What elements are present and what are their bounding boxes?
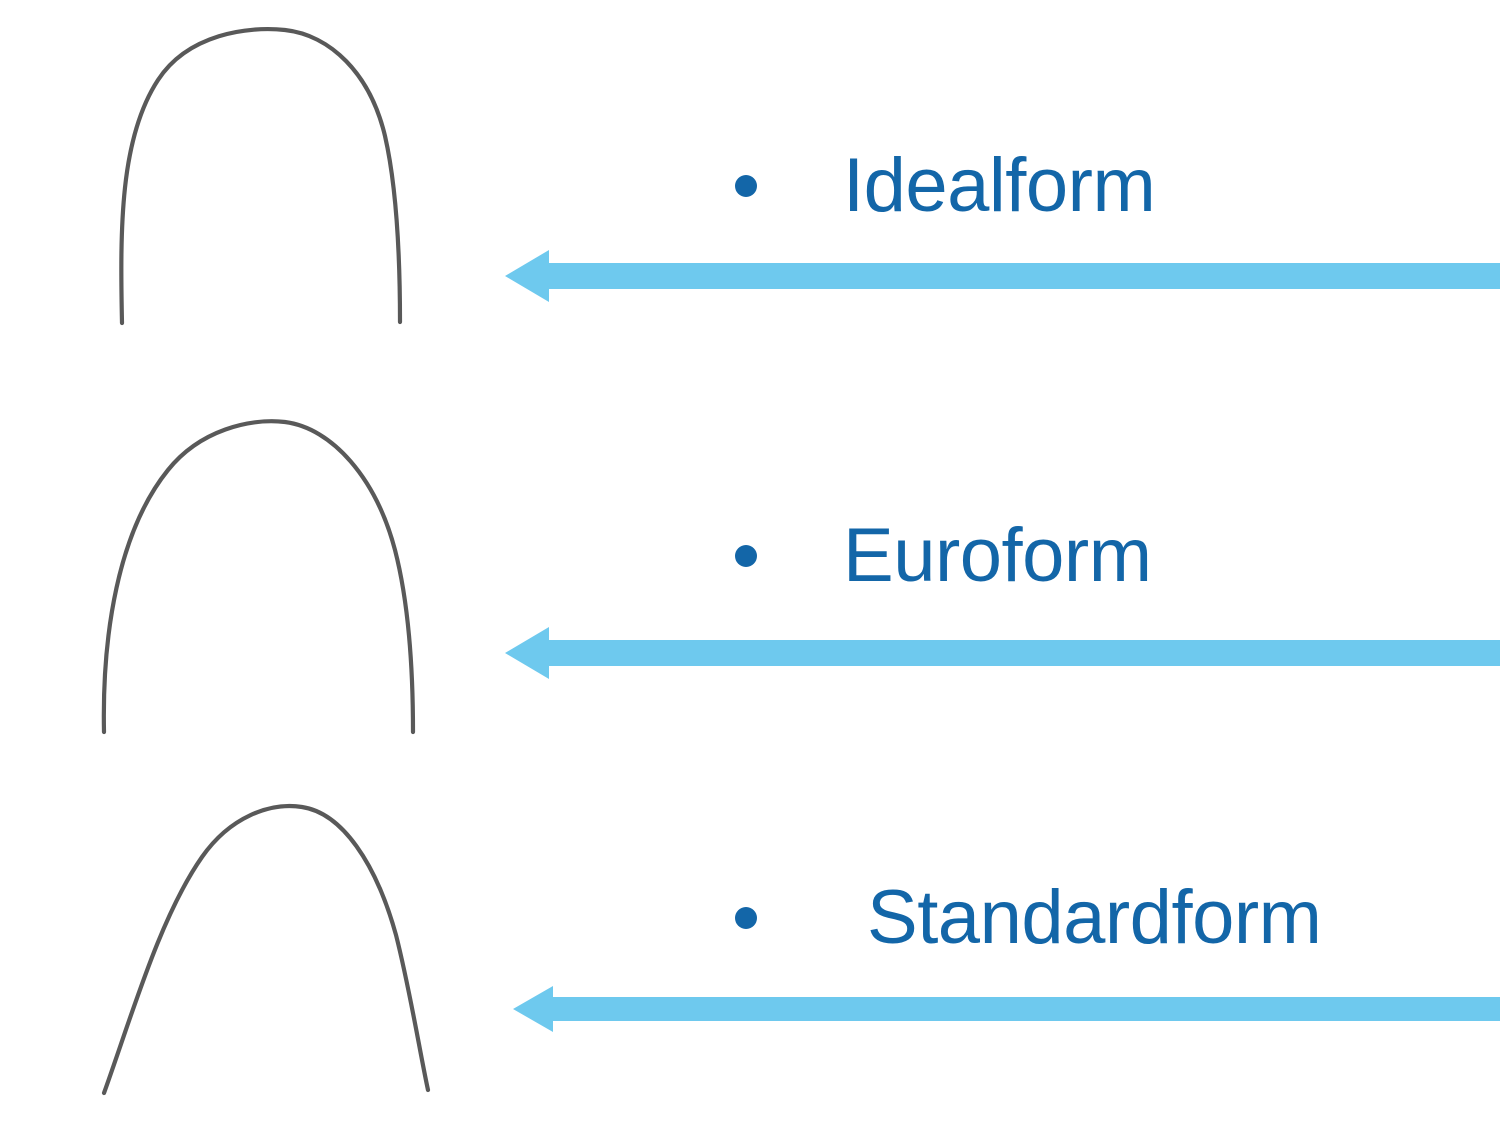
left-arrow-icon: [505, 250, 1500, 302]
bullet-dot-icon: [735, 545, 757, 567]
archwire-figure-standardform: [80, 785, 450, 1105]
left-arrow-idealform: [505, 248, 1500, 308]
archwire-figure-euroform: [80, 400, 440, 740]
square-arch-idealform: [119, 27, 403, 326]
left-arrow-icon: [513, 986, 1500, 1032]
archwire-figure-idealform: [80, 18, 440, 338]
bullet-row-euroform: Euroform: [735, 518, 1152, 594]
bullet-label-idealform: Idealform: [843, 143, 1156, 228]
bullet-dot-icon: [735, 907, 757, 929]
bullet-dot-icon: [735, 175, 757, 197]
bullet-row-standardform: Standardform: [735, 875, 1322, 960]
tapered-arch-standardform: [101, 804, 431, 1096]
left-arrow-icon: [505, 627, 1500, 679]
left-arrow-euroform: [505, 625, 1500, 685]
bullet-label-euroform: Euroform: [843, 513, 1152, 598]
ovoid-arch-euroform: [101, 419, 416, 735]
left-arrow-standardform: [513, 984, 1500, 1044]
bullet-row-idealform: Idealform: [735, 143, 1156, 228]
bullet-label-standardform: Standardform: [867, 875, 1322, 960]
